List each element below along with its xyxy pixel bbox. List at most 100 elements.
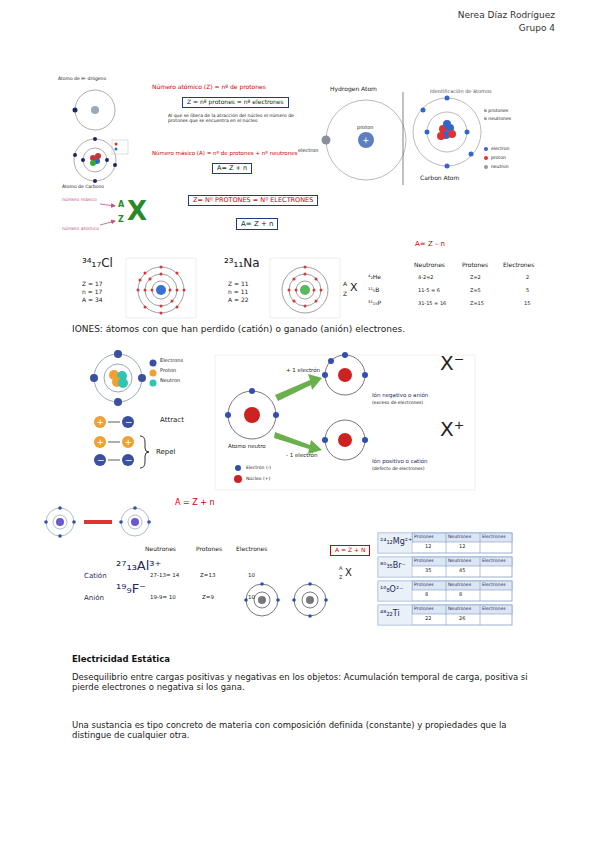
text-label: Neutrones bbox=[448, 582, 471, 587]
text-label: ²⁴₁₂Mg²⁺ bbox=[380, 537, 412, 546]
formula-box: A= Z + n bbox=[212, 163, 252, 174]
text-label: 10 bbox=[248, 594, 255, 600]
text-label: Carbon Atom bbox=[420, 175, 459, 182]
text-label: n = 17 bbox=[82, 289, 102, 296]
svg-text:+: + bbox=[363, 136, 370, 145]
text-label: proton bbox=[491, 155, 506, 160]
svg-text:+: + bbox=[97, 417, 105, 427]
formula-box: Z= Nº PROTONES = Nº ELECTRONES bbox=[188, 195, 318, 206]
text-label: 5 bbox=[526, 288, 529, 294]
text-label: 22 bbox=[425, 616, 431, 622]
text-label: ⁴⁸₂₂Ti bbox=[380, 609, 400, 618]
text-label: Z=2 bbox=[470, 275, 481, 281]
text-label: Una sustancia es tipo concreto de materi… bbox=[72, 721, 532, 741]
text-label: 12 bbox=[425, 544, 431, 550]
formula-text: A= Z + n bbox=[217, 164, 247, 172]
text-label: Neutrones bbox=[448, 558, 471, 563]
formula-text: Z= Nº PROTONES = Nº ELECTRONES bbox=[193, 196, 313, 204]
text-label: Attract bbox=[160, 416, 184, 424]
text-label: Átomo de Carbono bbox=[62, 184, 104, 189]
text-label: ²³₁₁Na bbox=[224, 257, 260, 271]
text-label: Identificación de átomos bbox=[430, 89, 492, 95]
text-label: Z = 17 bbox=[82, 281, 103, 288]
text-label: A = Z + n bbox=[175, 498, 215, 507]
text-label: Anión bbox=[84, 594, 104, 602]
text-label: Electrones bbox=[482, 558, 506, 563]
formula-box: Z = nº protones = nº electrones bbox=[182, 97, 289, 108]
formula-text: Z = nº protones = nº electrones bbox=[187, 98, 284, 105]
text-label: (defecto de electrones) bbox=[372, 466, 424, 471]
text-label: Z=5 bbox=[470, 288, 481, 294]
text-label: 10 bbox=[248, 572, 255, 578]
text-label: 19-9= 10 bbox=[150, 594, 176, 600]
svg-text:−: − bbox=[125, 455, 133, 465]
text-label: Electricidad Estática bbox=[72, 655, 170, 665]
text-label: X bbox=[127, 197, 147, 227]
text-label: - 1 electrón bbox=[286, 452, 317, 458]
text-label: ¹⁹₉F⁻ bbox=[116, 582, 146, 597]
text-label: 6 neutrones bbox=[484, 116, 511, 121]
text-label: Átomo de H- drógeno bbox=[58, 76, 106, 81]
text-label: Neutrones bbox=[145, 546, 176, 553]
text-label: ³¹₁₅P bbox=[368, 300, 381, 307]
text-label: Z bbox=[339, 575, 342, 581]
text-label: 12 bbox=[459, 544, 465, 550]
text-label: 8 bbox=[459, 592, 462, 598]
text-label: Neutrones bbox=[448, 606, 471, 611]
text-label: Protones bbox=[414, 558, 434, 563]
text-label: 15 bbox=[524, 301, 530, 307]
formula-box: A = Z + N bbox=[330, 545, 370, 556]
text-label: A= Z – n bbox=[415, 240, 445, 248]
text-label: electron bbox=[491, 146, 509, 151]
text-label: Núcleo (+) bbox=[246, 476, 270, 481]
text-label: ⁸⁰₃₅Br⁻ bbox=[380, 561, 406, 570]
text-label: Neutrones bbox=[414, 262, 445, 269]
text-label: Electrones bbox=[236, 546, 267, 553]
text-label: 8 bbox=[425, 592, 428, 598]
formula-text: A = Z + N bbox=[335, 546, 365, 553]
svg-text:−: − bbox=[125, 417, 133, 427]
text-label: Hydrogen Atom bbox=[330, 86, 377, 93]
text-label: Z bbox=[118, 215, 124, 224]
text-label: + 1 electrón bbox=[286, 367, 320, 373]
text-label: neutron bbox=[491, 164, 509, 169]
text-label: 27-13= 14 bbox=[150, 572, 179, 578]
svg-text:−: − bbox=[97, 455, 105, 465]
text-label: X⁻ bbox=[440, 352, 464, 375]
text-label: 6 protones bbox=[484, 108, 508, 113]
text-label: Electrons bbox=[160, 358, 183, 364]
text-label: Protones bbox=[414, 582, 434, 587]
text-label: Ión positivo o catión bbox=[372, 458, 428, 464]
text-label: número atómico bbox=[62, 226, 99, 231]
text-label: Número másico (A) = nº de protones + nº … bbox=[152, 150, 297, 156]
text-label: Protones bbox=[462, 262, 488, 269]
text-label: Nerea Díaz Rodríguez bbox=[458, 10, 555, 20]
text-label: Desequilibrio entre cargas positivas y n… bbox=[72, 673, 532, 693]
text-label: (exceso de electrones) bbox=[372, 400, 423, 405]
text-label: Electrones bbox=[482, 606, 506, 611]
text-label: A bbox=[118, 200, 124, 209]
text-label: ¹¹₅B bbox=[368, 287, 379, 294]
text-label: Átomo neutro bbox=[228, 443, 266, 449]
text-label: A = 34 bbox=[82, 297, 103, 304]
text-label: 26 bbox=[459, 616, 465, 622]
text-label: Electrones bbox=[503, 262, 534, 269]
text-label: Z bbox=[343, 291, 347, 298]
text-label: X bbox=[345, 567, 352, 579]
svg-text:+: + bbox=[125, 437, 133, 447]
text-label: Protones bbox=[196, 546, 222, 553]
text-label: Z=9 bbox=[202, 594, 214, 600]
text-label: Neutrones bbox=[448, 534, 471, 539]
text-label: Protones bbox=[414, 534, 434, 539]
text-label: A bbox=[343, 281, 347, 288]
text-label: Al que se libera de la atracción del núc… bbox=[168, 113, 308, 123]
text-label: proton bbox=[357, 125, 373, 131]
text-label: Neutron bbox=[160, 378, 180, 384]
text-label: ⁴₂He bbox=[368, 274, 381, 281]
text-label: IONES: átomos con que han perdido (catió… bbox=[72, 324, 405, 334]
text-label: ¹⁶₈O²⁻ bbox=[380, 585, 403, 594]
text-label: Z=13 bbox=[200, 572, 215, 578]
formula-text: A= Z + n bbox=[241, 220, 273, 228]
text-label: Ión negativo o anión bbox=[372, 392, 428, 398]
